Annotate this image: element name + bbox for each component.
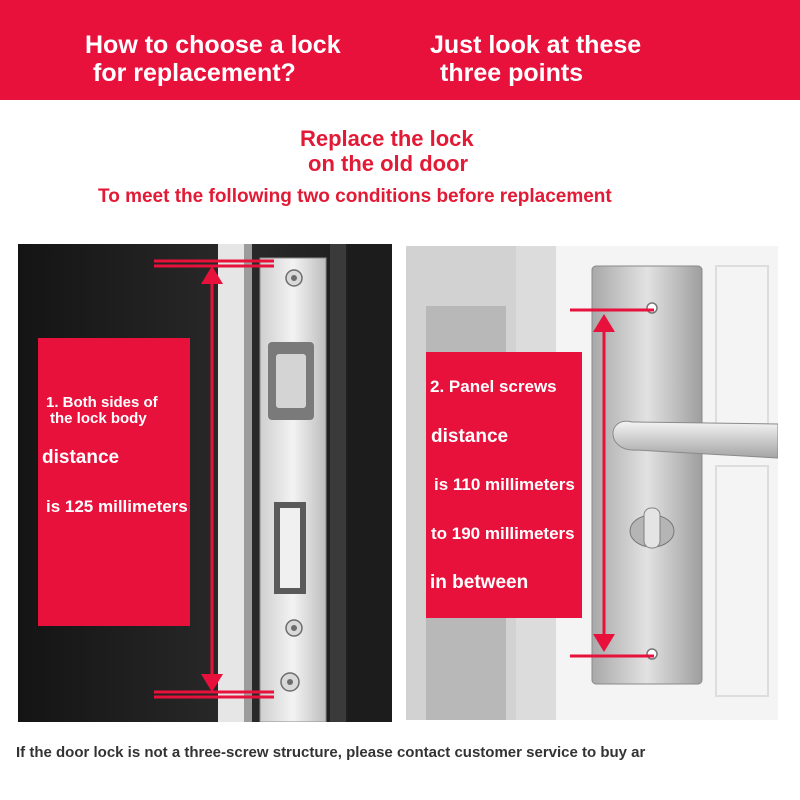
subheading-line1: Replace the lock (300, 126, 474, 151)
lock-body-photo (18, 244, 392, 722)
conditions-text: To meet the following two conditions bef… (98, 186, 612, 207)
left-info-line4: is 125 millimeters (46, 497, 188, 516)
left-info-line2: the lock body (50, 410, 147, 427)
right-info-line1: 2. Panel screws (430, 377, 557, 396)
measure-arrow-right (570, 308, 654, 658)
right-info-line2: distance (431, 426, 509, 447)
right-info-line3: is 110 millimeters (434, 475, 575, 494)
right-info-line5: in between (430, 572, 529, 593)
lock-body-info-box (38, 338, 190, 626)
banner-right-line1: Just look at these (430, 31, 642, 59)
panel-screws-info-box (426, 352, 582, 618)
banner-right-line2: three points (440, 59, 584, 87)
measure-arrow-left (154, 259, 274, 699)
right-info-line4: to 190 millimeters (431, 524, 575, 543)
subheading-line2: on the old door (308, 151, 469, 176)
footer-note: If the door lock is not a three-screw st… (16, 744, 646, 761)
banner-left-line2: for replacement? (93, 59, 296, 87)
lock-body-illustration (18, 244, 392, 722)
left-info-line3: distance (42, 447, 120, 468)
title-banner: How to choose a lock for replacement? Ju… (0, 0, 800, 100)
left-info-line1: 1. Both sides of (46, 394, 158, 411)
banner-left-line1: How to choose a lock (85, 31, 341, 59)
